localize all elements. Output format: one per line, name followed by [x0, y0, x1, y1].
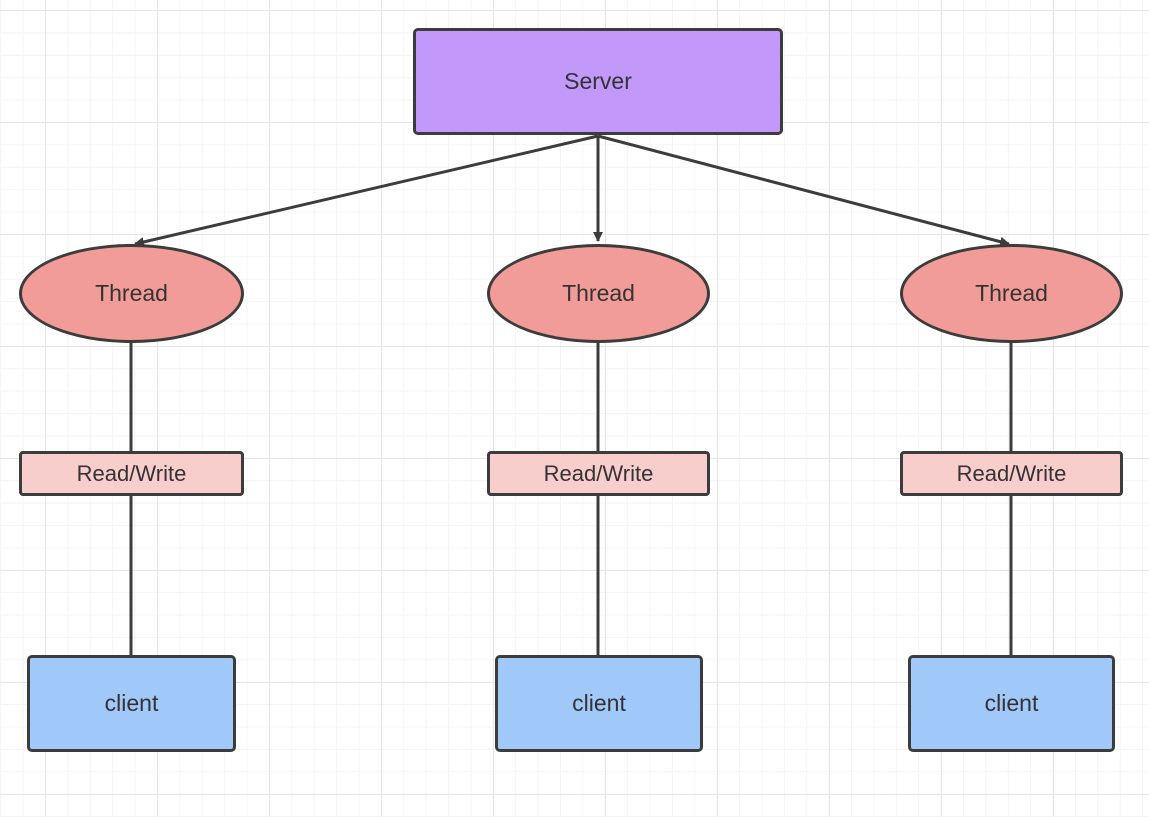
thread-node-2: Thread — [487, 244, 710, 343]
arrow-server-thread-3 — [597, 134, 1010, 247]
read-write-node-3: Read/Write — [900, 451, 1123, 496]
thread-label: Thread — [562, 280, 635, 306]
client-node-1: client — [27, 655, 236, 752]
client-label: client — [984, 690, 1039, 716]
client-node-2: client — [495, 655, 703, 752]
read-write-node-2: Read/Write — [487, 451, 710, 496]
read-write-node-1: Read/Write — [19, 451, 244, 496]
client-node-3: client — [908, 655, 1115, 752]
client-label: client — [104, 690, 159, 716]
read-write-label: Read/Write — [956, 460, 1067, 486]
thread-node-3: Thread — [900, 244, 1123, 343]
client-label: client — [572, 690, 626, 716]
read-write-label: Read/Write — [76, 460, 187, 486]
server-node: Server — [413, 28, 783, 135]
arrow-server-thread-1 — [134, 134, 599, 247]
server-label: Server — [564, 68, 632, 94]
thread-label: Thread — [95, 280, 168, 306]
read-write-label: Read/Write — [543, 460, 654, 486]
thread-label: Thread — [975, 280, 1048, 306]
thread-node-1: Thread — [19, 244, 244, 343]
